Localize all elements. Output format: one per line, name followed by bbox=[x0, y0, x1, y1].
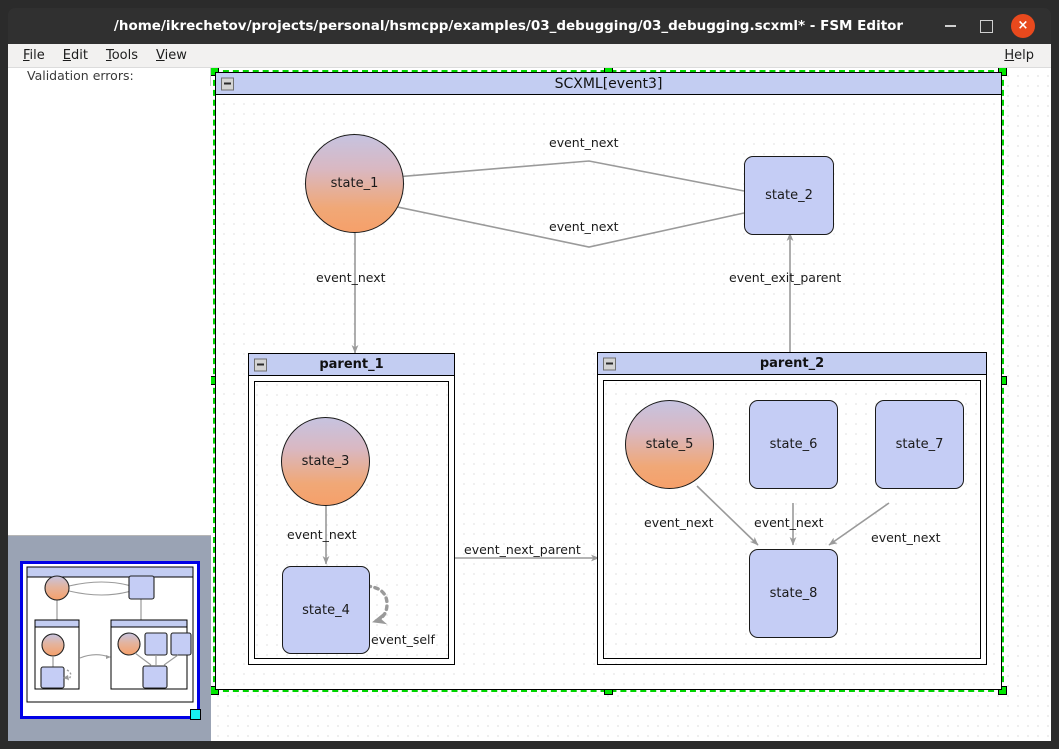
edge-label-state7-to-state8: event_next bbox=[871, 530, 941, 545]
selection-handle-bottom-right[interactable] bbox=[998, 686, 1007, 695]
menu-bar-right: Help bbox=[995, 48, 1051, 63]
menu-bar-left: File Edit Tools View bbox=[8, 48, 196, 63]
state-node-state_3[interactable]: state_3 bbox=[281, 417, 370, 506]
title-bar: /home/ikrechetov/projects/personal/hsmcp… bbox=[8, 8, 1051, 44]
state-node-state_4[interactable]: state_4 bbox=[282, 566, 370, 654]
edge-label-state1-to-parent1: event_next bbox=[316, 270, 386, 285]
close-button[interactable]: × bbox=[1011, 14, 1035, 38]
edge-label-state4-self: event_self bbox=[371, 632, 435, 647]
root-container-header[interactable]: SCXML[event3] bbox=[216, 73, 1001, 95]
root-container-title: SCXML[event3] bbox=[554, 75, 663, 92]
root-container-body[interactable]: event_next event_next event_next event_e… bbox=[216, 95, 1001, 689]
window-title: /home/ikrechetov/projects/personal/hsmcp… bbox=[113, 18, 904, 34]
window-controls: × bbox=[939, 14, 1051, 38]
container-parent_1-body[interactable]: event_next event_self state_3 state_4 bbox=[249, 376, 454, 664]
state-label-state_6: state_6 bbox=[769, 437, 818, 452]
container-parent_2[interactable]: parent_2 bbox=[597, 352, 987, 665]
validation-errors-list[interactable] bbox=[8, 86, 211, 535]
container-parent_1[interactable]: parent_1 bbox=[248, 353, 455, 665]
close-icon: × bbox=[1017, 17, 1029, 33]
minimap-panel[interactable] bbox=[8, 535, 211, 741]
state-label-state_4: state_4 bbox=[302, 602, 350, 618]
state-node-state_2[interactable]: state_2 bbox=[744, 156, 834, 235]
edge-label-state6-to-state8: event_next bbox=[754, 515, 824, 530]
container-parent_2-header[interactable]: parent_2 bbox=[598, 353, 986, 375]
left-panel: Validation errors: bbox=[8, 68, 211, 741]
edge-label-state3-to-state4: event_next bbox=[287, 527, 357, 542]
minimap-canvas bbox=[23, 564, 197, 716]
main-body: Validation errors: bbox=[8, 68, 1051, 741]
menu-bar: File Edit Tools View Help bbox=[8, 44, 1051, 68]
maximize-button[interactable] bbox=[975, 15, 997, 37]
state-node-state_8[interactable]: state_8 bbox=[749, 549, 838, 638]
minus-box-icon[interactable] bbox=[254, 358, 267, 371]
state-node-state_7[interactable]: state_7 bbox=[875, 400, 964, 489]
menu-file[interactable]: File bbox=[23, 48, 45, 63]
diagram-canvas[interactable]: SCXML[event3] bbox=[211, 68, 1051, 741]
edge-label-state5-to-state8: event_next bbox=[644, 515, 714, 530]
state-label-state_1: state_1 bbox=[330, 176, 379, 191]
minimap-resize-handle[interactable] bbox=[190, 709, 201, 720]
menu-view[interactable]: View bbox=[156, 48, 187, 63]
minimize-button[interactable] bbox=[939, 15, 961, 37]
state-label-state_5: state_5 bbox=[645, 437, 694, 452]
minus-box-icon[interactable] bbox=[221, 77, 234, 90]
minus-box-icon[interactable] bbox=[603, 357, 616, 370]
minimap-viewport[interactable] bbox=[20, 561, 201, 720]
container-parent_1-inner-frame bbox=[254, 381, 449, 659]
edge-label-state2-to-state1-top: event_next bbox=[549, 135, 619, 150]
menu-tools[interactable]: Tools bbox=[105, 48, 138, 63]
minimap-graphic bbox=[26, 566, 194, 703]
container-parent_2-body[interactable]: event_next event_next event_next state_5… bbox=[598, 375, 986, 664]
state-node-state_1[interactable]: state_1 bbox=[305, 134, 404, 233]
state-node-state_6[interactable]: state_6 bbox=[749, 400, 838, 489]
edge-label-parent1-to-parent2: event_next_parent bbox=[464, 542, 581, 557]
root-container-scxml[interactable]: SCXML[event3] bbox=[215, 72, 1002, 690]
state-label-state_2: state_2 bbox=[765, 188, 813, 203]
validation-errors-label: Validation errors: bbox=[27, 68, 134, 83]
container-parent_1-title: parent_1 bbox=[319, 357, 384, 372]
menu-help[interactable]: Help bbox=[1004, 48, 1034, 63]
state-node-state_5[interactable]: state_5 bbox=[625, 400, 714, 489]
state-label-state_8: state_8 bbox=[769, 586, 818, 601]
menu-edit[interactable]: Edit bbox=[62, 48, 88, 63]
edge-label-parent2-to-state2: event_exit_parent bbox=[729, 270, 842, 285]
state-label-state_3: state_3 bbox=[301, 454, 350, 469]
container-parent_2-title: parent_2 bbox=[759, 356, 825, 371]
container-parent_2-inner-frame bbox=[603, 380, 981, 659]
edge-label-state2-to-state1-bottom: event_next bbox=[549, 219, 619, 234]
state-label-state_7: state_7 bbox=[895, 437, 944, 452]
container-parent_1-header[interactable]: parent_1 bbox=[249, 354, 454, 376]
